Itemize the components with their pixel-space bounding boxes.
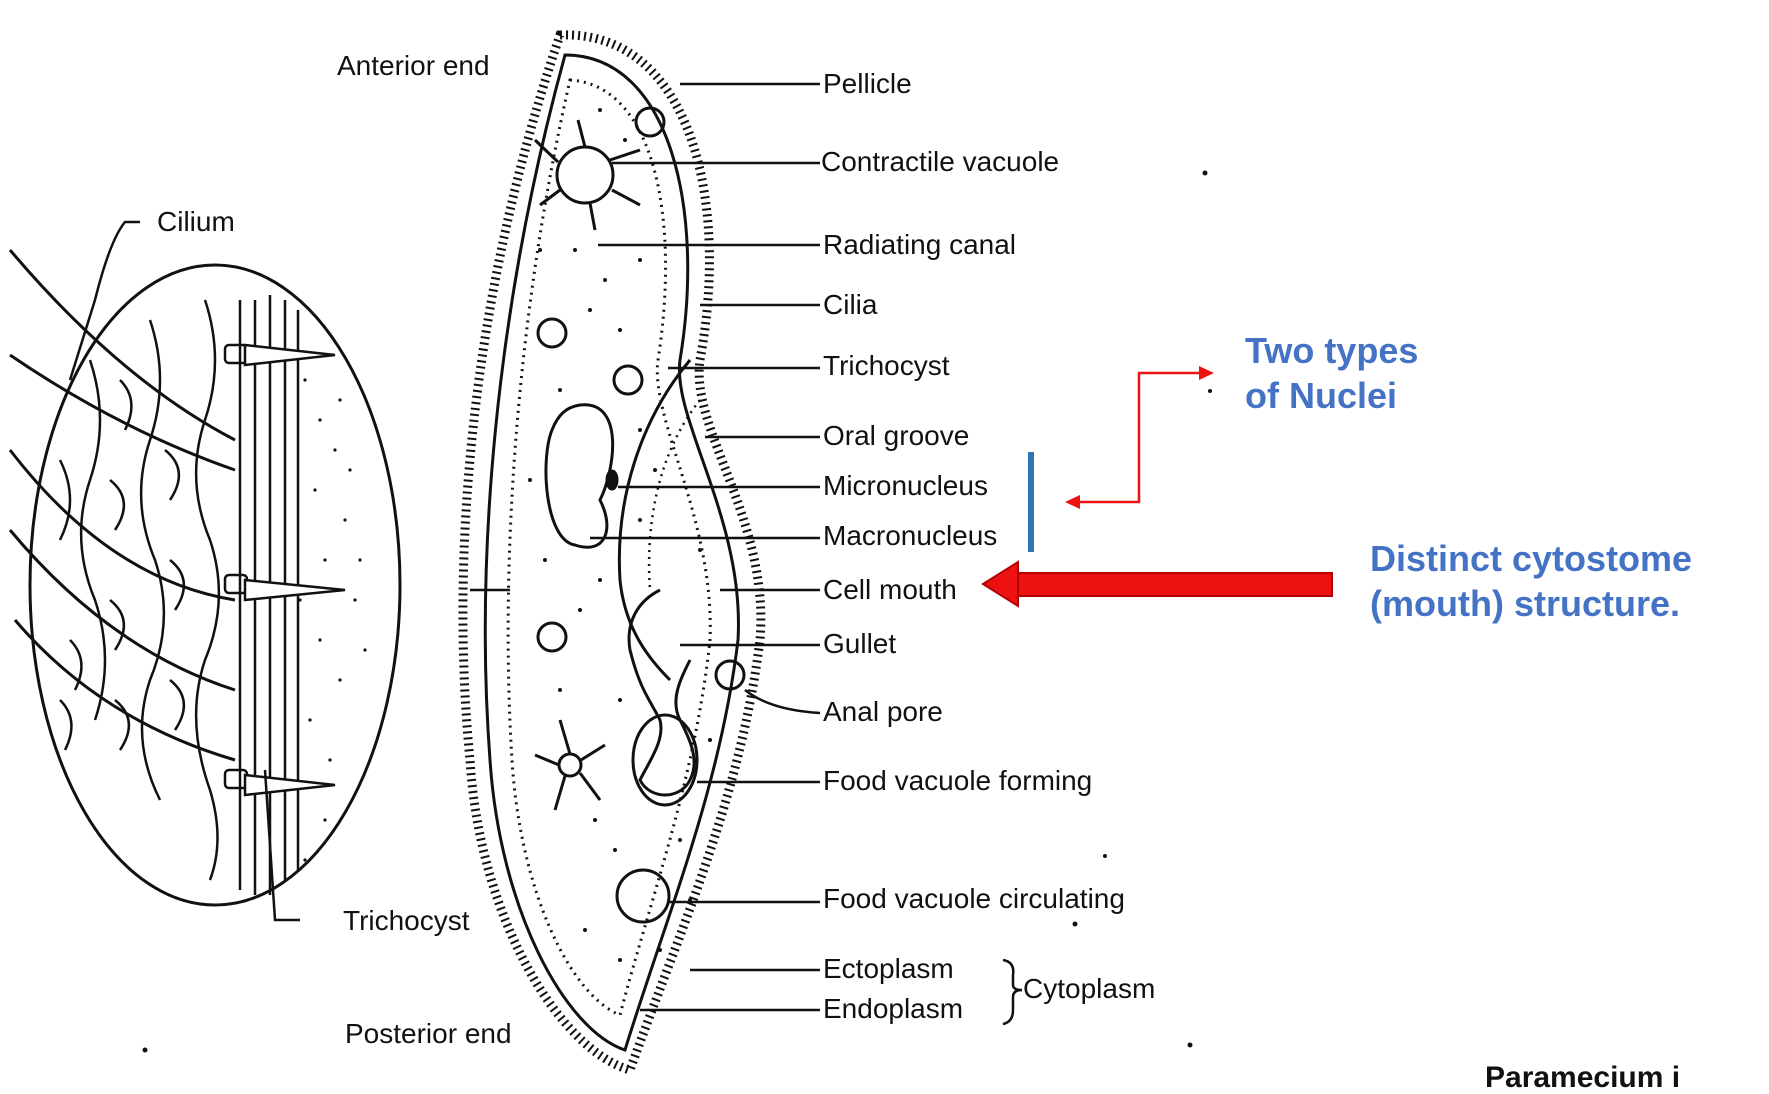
label-cell-mouth: Cell mouth [823, 576, 957, 604]
nuclei-note-line-1: Two types [1245, 328, 1418, 373]
contractile-vacuole-anterior [535, 120, 640, 230]
nuclei-note-line-2: of Nuclei [1245, 373, 1418, 418]
label-oral-groove: Oral groove [823, 422, 969, 450]
nuclei-arrowhead-left [1065, 495, 1080, 509]
label-radiating-canal: Radiating canal [823, 231, 1016, 259]
figure-caption: Paramecium i [1485, 1063, 1680, 1093]
paramecium-body [463, 35, 761, 1070]
enlarged-trichocyst-label: Trichocyst [343, 907, 470, 935]
label-macronucleus: Macronucleus [823, 522, 997, 550]
ectoplasm-boundary [508, 80, 710, 1015]
contractile-vacuole-posterior [535, 720, 605, 810]
label-trichocyst: Trichocyst [823, 352, 950, 380]
label-pellicle: Pellicle [823, 70, 912, 98]
cytostome-note: Distinct cytostome (mouth) structure. [1370, 536, 1692, 626]
micronucleus [606, 470, 618, 490]
cilium-4 [10, 530, 235, 690]
macronucleus [546, 405, 613, 547]
cytostome-note-line-1: Distinct cytostome [1370, 536, 1692, 581]
cilium-3 [10, 450, 235, 600]
gullet [629, 590, 694, 795]
nuclei-note: Two types of Nuclei [1245, 328, 1418, 418]
cytoplasm-brace [1003, 960, 1022, 1024]
label-cilia: Cilia [823, 291, 877, 319]
food-vacuole-forming [633, 715, 697, 805]
label-endoplasm: Endoplasm [823, 995, 963, 1023]
label-contractile-vacuole: Contractile vacuole [821, 148, 1059, 176]
label-anal-pore: Anal pore [823, 698, 943, 726]
cilium-2 [10, 355, 235, 470]
nuclei-arrowhead-right [1199, 366, 1214, 380]
cilium-1 [10, 250, 235, 440]
cytostome-note-line-2: (mouth) structure. [1370, 581, 1692, 626]
cell-mouth-arrow [983, 562, 1332, 606]
cilia-fringe [463, 35, 761, 1070]
cilium-label: Cilium [157, 208, 235, 236]
label-food-vacuole-circulating: Food vacuole circulating [823, 885, 1125, 913]
enlarged-pellicle-section [10, 222, 400, 920]
posterior-end-label: Posterior end [345, 1020, 512, 1048]
anterior-end-label: Anterior end [337, 52, 490, 80]
label-ectoplasm: Ectoplasm [823, 955, 954, 983]
nuclei-connector-arrow [1078, 373, 1202, 502]
food-vacuole-circulating [617, 870, 669, 922]
label-cytoplasm: Cytoplasm [1023, 975, 1155, 1003]
label-micronucleus: Micronucleus [823, 472, 988, 500]
label-gullet: Gullet [823, 630, 896, 658]
label-food-vacuole-forming: Food vacuole forming [823, 767, 1092, 795]
